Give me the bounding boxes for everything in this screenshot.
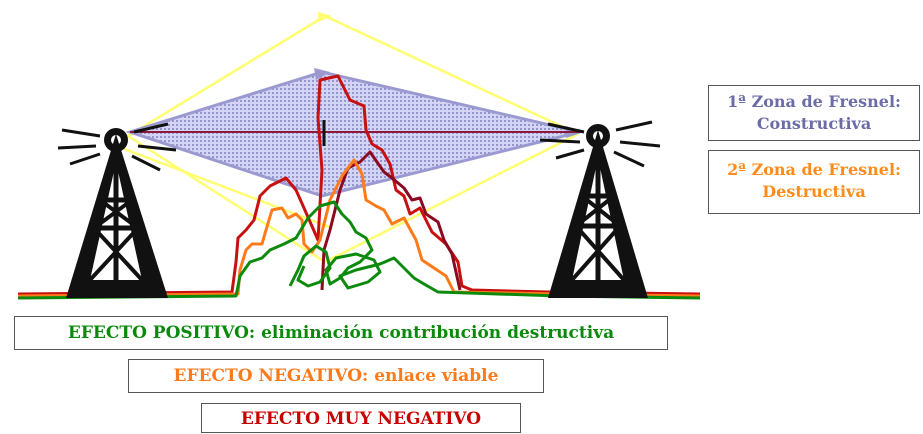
positive-effect-label: EFECTO POSITIVO: eliminación contribució… bbox=[14, 316, 668, 350]
first-fresnel-zone-label: 1ª Zona de Fresnel: Constructiva bbox=[708, 85, 920, 141]
zone1-subtitle: Constructiva bbox=[756, 114, 872, 133]
terrain-green-loop bbox=[288, 244, 332, 288]
zone1-title: 1ª Zona de Fresnel: bbox=[727, 92, 901, 111]
terrain-profiles bbox=[17, 74, 701, 300]
terrain-darkred bbox=[320, 150, 462, 291]
beam-arrow-top bbox=[318, 12, 332, 22]
zone2-title: 2ª Zona de Fresnel: bbox=[727, 160, 901, 179]
radio-tower-icon bbox=[539, 120, 661, 298]
terrain-red bbox=[17, 74, 701, 296]
terrain-green bbox=[17, 200, 701, 300]
negative-effect-label: EFECTO NEGATIVO: enlace viable bbox=[128, 359, 544, 393]
fresnel-arrow-top bbox=[314, 68, 330, 80]
zone2-subtitle: Destructiva bbox=[762, 182, 866, 201]
terrain-orange bbox=[17, 158, 701, 298]
very-negative-effect-label: EFECTO MUY NEGATIVO bbox=[201, 403, 521, 433]
radio-tower-icon bbox=[57, 122, 177, 298]
second-fresnel-zone-label: 2ª Zona de Fresnel: Destructiva bbox=[708, 150, 920, 214]
